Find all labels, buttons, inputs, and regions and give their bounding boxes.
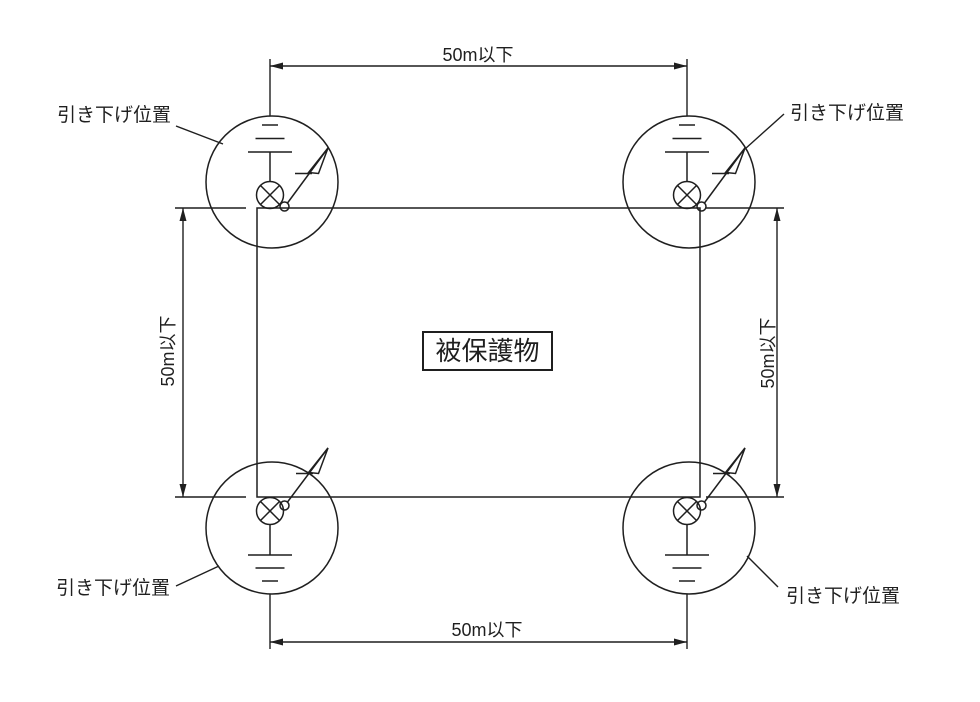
air-terminal-symbol-top-left bbox=[247, 124, 329, 212]
protected-object-outline bbox=[256, 207, 701, 498]
leader-line-bottom-right bbox=[746, 555, 779, 588]
dimension-label-top: 50m以下 bbox=[442, 45, 513, 65]
arrow-up-icon bbox=[773, 208, 781, 221]
leader-line-top-right bbox=[744, 113, 785, 150]
dimension-label-bottom: 50m以下 bbox=[451, 620, 522, 640]
label-down-conductor-bottom-right: 引き下げ位置 bbox=[786, 585, 900, 607]
leader-line-bottom-left bbox=[175, 565, 220, 587]
arrow-up-icon bbox=[179, 208, 187, 221]
arrow-down-icon bbox=[773, 484, 781, 497]
down-conductor-circle-bottom-left bbox=[205, 461, 339, 595]
arrow-left-icon bbox=[270, 62, 283, 70]
air-terminal-symbol-bottom-left bbox=[247, 447, 329, 582]
protected-object-frame bbox=[422, 331, 553, 371]
down-conductor-circle-bottom-right bbox=[622, 461, 756, 595]
arrow-right-icon bbox=[674, 638, 687, 646]
dimension-label-left: 50m以下 bbox=[158, 315, 178, 386]
label-down-conductor-top-right: 引き下げ位置 bbox=[790, 102, 904, 124]
dimension-bottom: 50m以下 bbox=[269, 594, 688, 649]
protected-object-box: 被保護物 bbox=[422, 331, 553, 371]
down-conductor-circle-top-left bbox=[205, 115, 339, 249]
dimension-top: 50m以下 bbox=[269, 45, 688, 116]
label-down-conductor-top-left: 引き下げ位置 bbox=[57, 104, 171, 126]
arrow-right-icon bbox=[674, 62, 687, 70]
air-terminal-symbol-top-right bbox=[664, 124, 746, 212]
dimension-label-right: 50m以下 bbox=[758, 317, 778, 388]
leader-line-top-left bbox=[175, 125, 224, 145]
dimension-right: 50m以下 bbox=[706, 207, 784, 498]
down-conductor-circle-top-right bbox=[622, 115, 756, 249]
label-down-conductor-bottom-left: 引き下げ位置 bbox=[56, 577, 170, 599]
dimension-left: 50m以下 bbox=[158, 207, 246, 498]
arrow-left-icon bbox=[270, 638, 283, 646]
air-terminal-symbol-bottom-right bbox=[664, 447, 746, 582]
protected-object-label: 被保護物 bbox=[435, 336, 539, 366]
arrow-down-icon bbox=[179, 484, 187, 497]
